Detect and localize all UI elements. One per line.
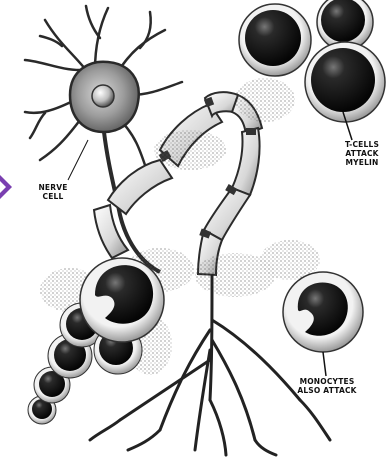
monocyte (283, 272, 363, 352)
monocytes-label: MONOCYTES ALSO ATTACK (292, 377, 362, 395)
t-cell (239, 4, 311, 76)
t-cells-label: T-CELLS ATTACK MYELIN (338, 140, 386, 167)
monocytes-label-line: ALSO ATTACK (292, 386, 362, 395)
nerve-cell-nucleus (92, 85, 114, 107)
nerve-cell-label-line: CELL (33, 192, 73, 201)
t-cells-label-line: MYELIN (338, 158, 386, 167)
leader-line (323, 352, 326, 376)
leader-line (68, 140, 88, 180)
t-cells-label-line: T-CELLS (338, 140, 386, 149)
monocyte (80, 258, 164, 342)
nerve-cell-label: NERVE CELL (33, 183, 73, 201)
nerve-cell-label-line: NERVE (33, 183, 73, 192)
chevron-arrow-icon (0, 175, 12, 199)
t-cell (305, 42, 385, 122)
t-cells-label-line: ATTACK (338, 149, 386, 158)
monocytes-label-line: MONOCYTES (292, 377, 362, 386)
